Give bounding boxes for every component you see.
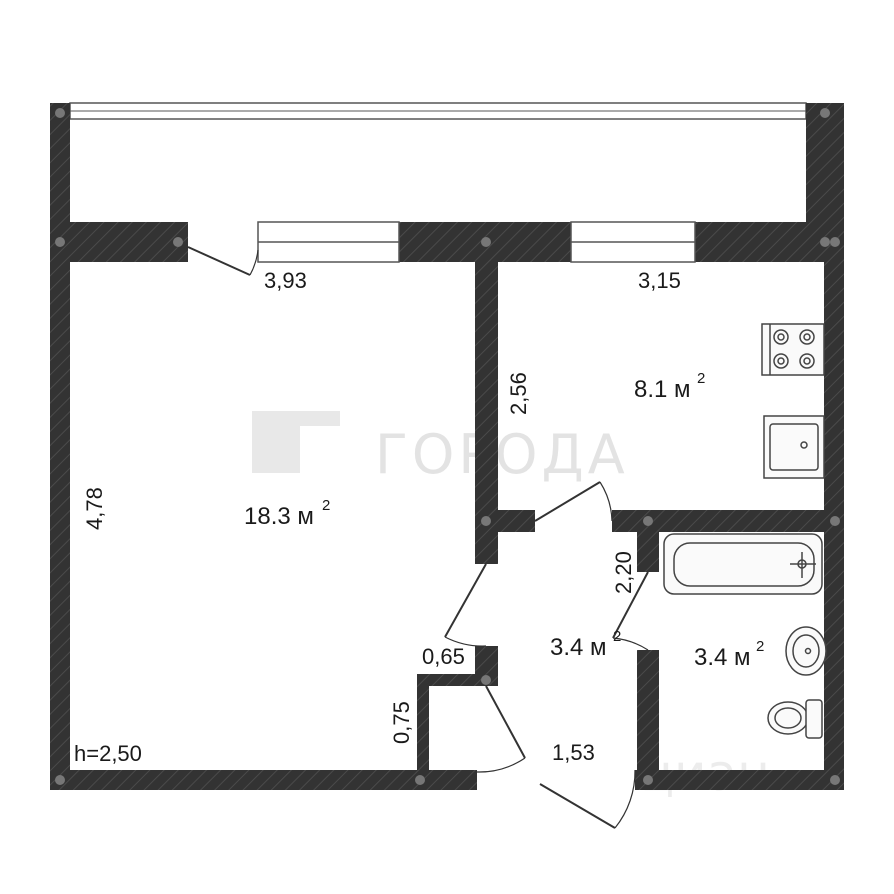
hall-area-value: 3.4 м [550,634,607,661]
kitchen-sink-icon [763,415,825,479]
balcony-door [187,246,259,276]
room-width-dimension: 3,93 [264,268,307,293]
closet-depth-dimension: 0,75 [389,701,414,744]
doors [187,246,649,829]
kitchen-area-value: 8.1 м [634,376,691,403]
balcony-window [69,102,807,120]
walls [50,103,844,790]
kitchen-depth-dimension: 2,56 [506,372,531,415]
ceiling-height-label: h=2,50 [74,741,142,766]
brand-watermark: ГОРОДА [252,411,629,486]
room-door [444,563,487,647]
washbasin-icon [785,626,827,676]
stove-icon [761,323,825,376]
bathtub-icon [663,533,823,595]
kitchen-area: 8.1 м 2 [634,370,705,403]
area-unit-superscript: 2 [322,497,330,514]
bathroom-area-value: 3.4 м [694,644,751,671]
toilet-icon [767,699,823,739]
entrance-door [539,769,636,829]
hall-opening-dimension: 0,65 [422,644,465,669]
living-room-area-value: 18.3 м [244,503,314,530]
area-unit-superscript: 2 [697,370,705,387]
living-room-area: 18.3 м 2 [244,497,330,530]
room-depth-dimension: 4,78 [82,487,107,530]
brand-watermark-text: ГОРОДА [375,423,629,486]
closet-door [476,685,526,773]
kitchen-width-dimension: 3,15 [638,268,681,293]
area-unit-superscript: 2 [756,638,764,655]
wall-joint-markers [55,108,840,785]
kitchen-window [570,221,696,263]
bathroom-area: 3.4 м 2 [694,638,764,671]
room-window [257,221,400,263]
bath-depth-dimension: 2,20 [611,551,636,594]
hall-width-dimension: 1,53 [552,740,595,765]
area-unit-superscript: 2 [613,628,621,645]
bathroom-door [612,571,649,651]
kitchen-door [534,481,613,522]
hall-area: 3.4 м 2 [550,628,621,661]
